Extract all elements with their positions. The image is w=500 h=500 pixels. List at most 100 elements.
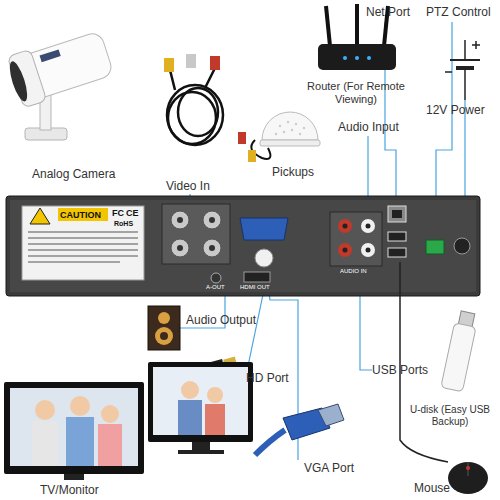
audio-rca-ports	[343, 224, 348, 229]
pickup-microphone	[283, 131, 285, 133]
pickup-microphone	[279, 125, 281, 127]
monitor	[207, 387, 223, 403]
pickup-microphone	[295, 123, 297, 125]
audio-rca-ports	[330, 212, 382, 266]
panel-marking: AUDIO IN	[340, 268, 367, 275]
vga-cable	[318, 404, 344, 426]
port-label: Video In	[166, 180, 210, 194]
part-label: Analog Camera	[32, 168, 115, 182]
monitor	[181, 381, 199, 399]
router	[326, 6, 330, 46]
monitor	[178, 400, 202, 435]
bnc-video-input	[171, 211, 189, 229]
pickup-microphone	[291, 129, 293, 131]
cable-plug	[164, 58, 174, 72]
usb-flash-drive	[441, 323, 476, 392]
panel-marking: A-OUT	[206, 284, 225, 291]
bnc-video-input	[171, 239, 189, 257]
part-label: U-disk (Easy USB Backup)	[402, 404, 498, 427]
pickup-microphone	[303, 127, 305, 129]
speaker	[158, 312, 170, 324]
speaker	[148, 306, 180, 350]
net-usb-ports	[388, 248, 406, 257]
bnc-video-input	[162, 204, 230, 264]
pickup-microphone	[275, 121, 305, 135]
ptz-and-power-jack	[426, 238, 470, 254]
audio-rca-ports	[361, 219, 375, 233]
dvr-rear-panel	[28, 256, 138, 257]
router	[318, 44, 396, 70]
part-label: Router (For Remote Viewing)	[300, 80, 412, 105]
cable-plug	[186, 54, 196, 68]
computer-mouse	[400, 262, 448, 462]
dvr-rear-panel	[28, 244, 138, 245]
bnc-video-input	[203, 211, 221, 229]
bnc-video-input	[177, 245, 183, 251]
camera-cable	[167, 85, 223, 145]
bnc-video-input	[162, 204, 230, 264]
bnc-video-input	[209, 217, 215, 223]
monitor	[205, 404, 225, 435]
port-label: Net Port	[366, 6, 410, 20]
power-symbol	[464, 40, 466, 60]
part-label: Pickups	[272, 166, 314, 180]
pickup-microphone	[238, 112, 320, 162]
monitor	[35, 400, 55, 420]
audio-rca-ports	[366, 248, 371, 253]
ptz-and-power-jack	[426, 240, 444, 254]
router	[355, 56, 359, 60]
dvr-rear-panel	[22, 206, 144, 280]
monitor	[178, 450, 224, 454]
router	[355, 4, 359, 46]
pickup-microphone	[287, 121, 289, 123]
camera-cable	[170, 68, 215, 90]
cert-mark: CE	[126, 208, 139, 218]
monitor	[192, 442, 210, 450]
dvr-rear-panel	[6, 196, 480, 296]
pickup-microphone	[262, 112, 318, 140]
monitor	[153, 367, 248, 435]
vga-cable	[255, 404, 344, 455]
monitor	[64, 474, 84, 480]
dvr-rear-panel	[28, 262, 120, 263]
cable-plug	[164, 54, 220, 72]
vga-port	[240, 218, 288, 240]
speaker	[155, 327, 173, 345]
hdmi-port	[244, 272, 270, 282]
computer-mouse	[466, 466, 470, 470]
warning-text: CAUTION	[60, 210, 101, 220]
dvr-rear-panel	[28, 238, 138, 239]
cert-mark: FC	[112, 208, 124, 218]
audio-rca-ports	[338, 219, 352, 233]
power-symbol	[464, 68, 466, 100]
panel-marking: HDMI OUT	[240, 284, 270, 291]
dvr-rear-panel	[28, 250, 138, 251]
bnc-video-input	[177, 217, 215, 251]
cert-mark: RoHS	[114, 220, 133, 228]
monitor	[4, 382, 144, 474]
dvr-rear-panel	[6, 196, 480, 296]
bnc-video-input	[203, 239, 221, 257]
pickup-microphone	[299, 133, 301, 135]
ptz-and-power-jack	[454, 238, 470, 254]
bnc-video-input	[177, 217, 183, 223]
dvr-rear-panel	[30, 208, 50, 224]
monitor	[98, 424, 122, 466]
computer-mouse	[400, 262, 488, 494]
part-label: Mouse	[414, 482, 450, 496]
net-usb-ports	[388, 206, 406, 257]
monitor	[32, 421, 58, 466]
computer-mouse	[448, 462, 488, 494]
usb-flash-drive	[441, 310, 479, 392]
monitor	[70, 396, 90, 416]
speaker	[148, 306, 180, 350]
camera-cable	[178, 88, 218, 136]
monitor	[101, 405, 119, 423]
port-label: Audio Input	[338, 121, 399, 135]
power-symbol	[445, 41, 480, 72]
monitor	[10, 388, 138, 466]
router	[367, 56, 371, 60]
analog-camera	[6, 60, 30, 104]
